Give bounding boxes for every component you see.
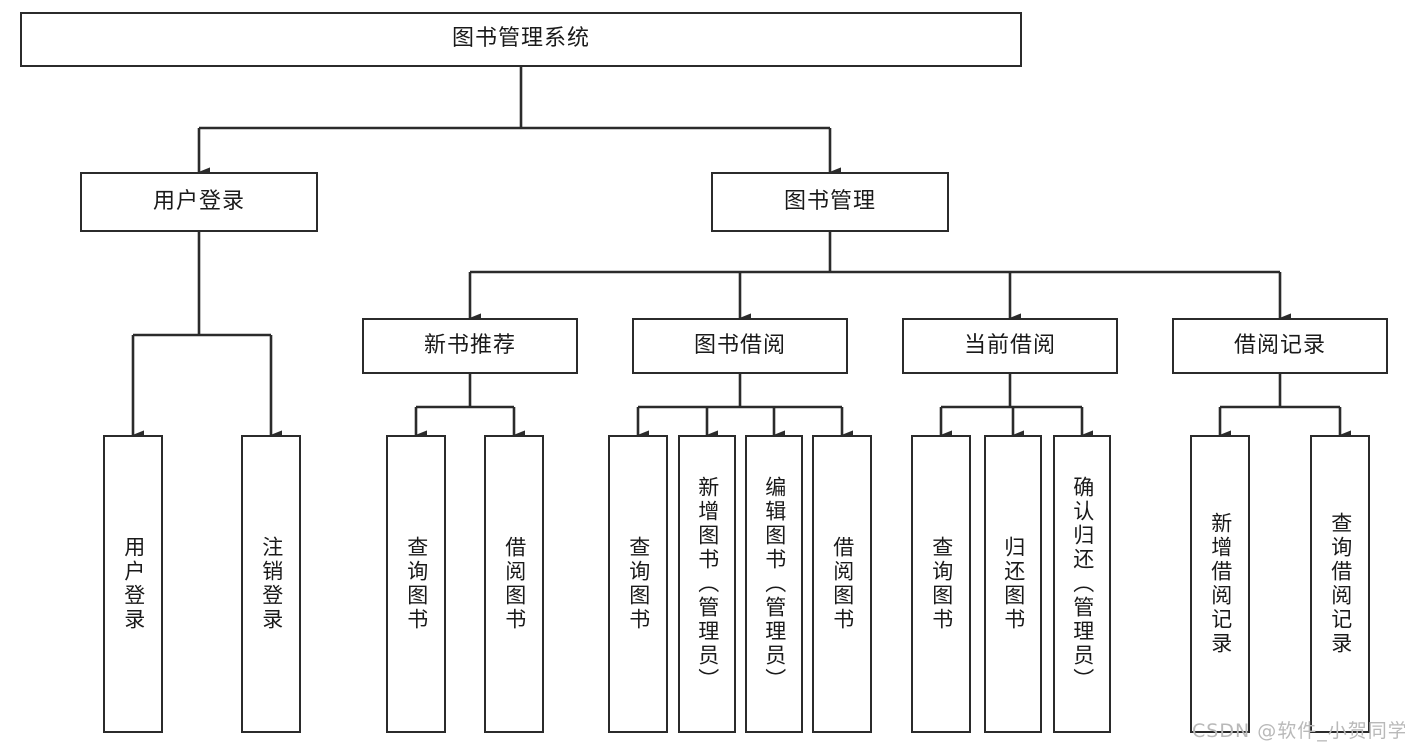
node-leaf-add-book-admin-label: 新增图书（管理员） [695, 476, 720, 692]
node-leaf-borrow-book-label: 借阅图书 [830, 536, 855, 632]
node-new-book-recommend[interactable]: 新书推荐 [362, 318, 578, 374]
node-leaf-borrow-book-new[interactable]: 借阅图书 [484, 435, 544, 733]
node-leaf-add-borrow-record[interactable]: 新增借阅记录 [1190, 435, 1250, 733]
node-leaf-confirm-return-admin[interactable]: 确认归还（管理员） [1053, 435, 1111, 733]
node-leaf-query-borrow-record-label: 查询借阅记录 [1328, 512, 1353, 656]
node-leaf-user-logout-label: 注销登录 [259, 536, 284, 632]
node-root-label: 图书管理系统 [451, 26, 590, 52]
node-book-manage[interactable]: 图书管理 [711, 172, 949, 232]
node-leaf-borrow-book-new-label: 借阅图书 [502, 536, 527, 632]
node-leaf-borrow-book[interactable]: 借阅图书 [812, 435, 872, 733]
node-leaf-query-borrow-record[interactable]: 查询借阅记录 [1310, 435, 1370, 733]
node-leaf-add-borrow-record-label: 新增借阅记录 [1208, 512, 1233, 656]
node-current-borrow[interactable]: 当前借阅 [902, 318, 1118, 374]
node-leaf-query-book-new-label: 查询图书 [404, 536, 429, 632]
node-leaf-return-book-label: 归还图书 [1001, 536, 1026, 632]
node-leaf-return-book[interactable]: 归还图书 [984, 435, 1042, 733]
node-leaf-query-book-borrow[interactable]: 查询图书 [608, 435, 668, 733]
connector-lines [131, 67, 1351, 440]
node-user-login-label: 用户登录 [152, 188, 245, 214]
node-book-manage-label: 图书管理 [783, 188, 876, 214]
node-borrow-record-label: 借阅记录 [1233, 332, 1326, 358]
node-leaf-query-book-current[interactable]: 查询图书 [911, 435, 971, 733]
node-leaf-query-book-borrow-label: 查询图书 [626, 536, 651, 632]
node-user-login[interactable]: 用户登录 [80, 172, 318, 232]
node-leaf-edit-book-admin-label: 编辑图书（管理员） [762, 476, 787, 692]
node-leaf-user-login[interactable]: 用户登录 [103, 435, 163, 733]
node-new-book-recommend-label: 新书推荐 [423, 332, 516, 358]
node-current-borrow-label: 当前借阅 [963, 332, 1056, 358]
node-leaf-query-book-current-label: 查询图书 [929, 536, 954, 632]
node-leaf-edit-book-admin[interactable]: 编辑图书（管理员） [745, 435, 803, 733]
node-leaf-user-login-label: 用户登录 [121, 536, 146, 632]
node-leaf-user-logout[interactable]: 注销登录 [241, 435, 301, 733]
node-borrow-record[interactable]: 借阅记录 [1172, 318, 1388, 374]
node-root[interactable]: 图书管理系统 [20, 12, 1022, 67]
node-leaf-add-book-admin[interactable]: 新增图书（管理员） [678, 435, 736, 733]
node-book-borrow[interactable]: 图书借阅 [632, 318, 848, 374]
node-book-borrow-label: 图书借阅 [693, 332, 786, 358]
node-leaf-confirm-return-admin-label: 确认归还（管理员） [1070, 476, 1095, 692]
node-leaf-query-book-new[interactable]: 查询图书 [386, 435, 446, 733]
